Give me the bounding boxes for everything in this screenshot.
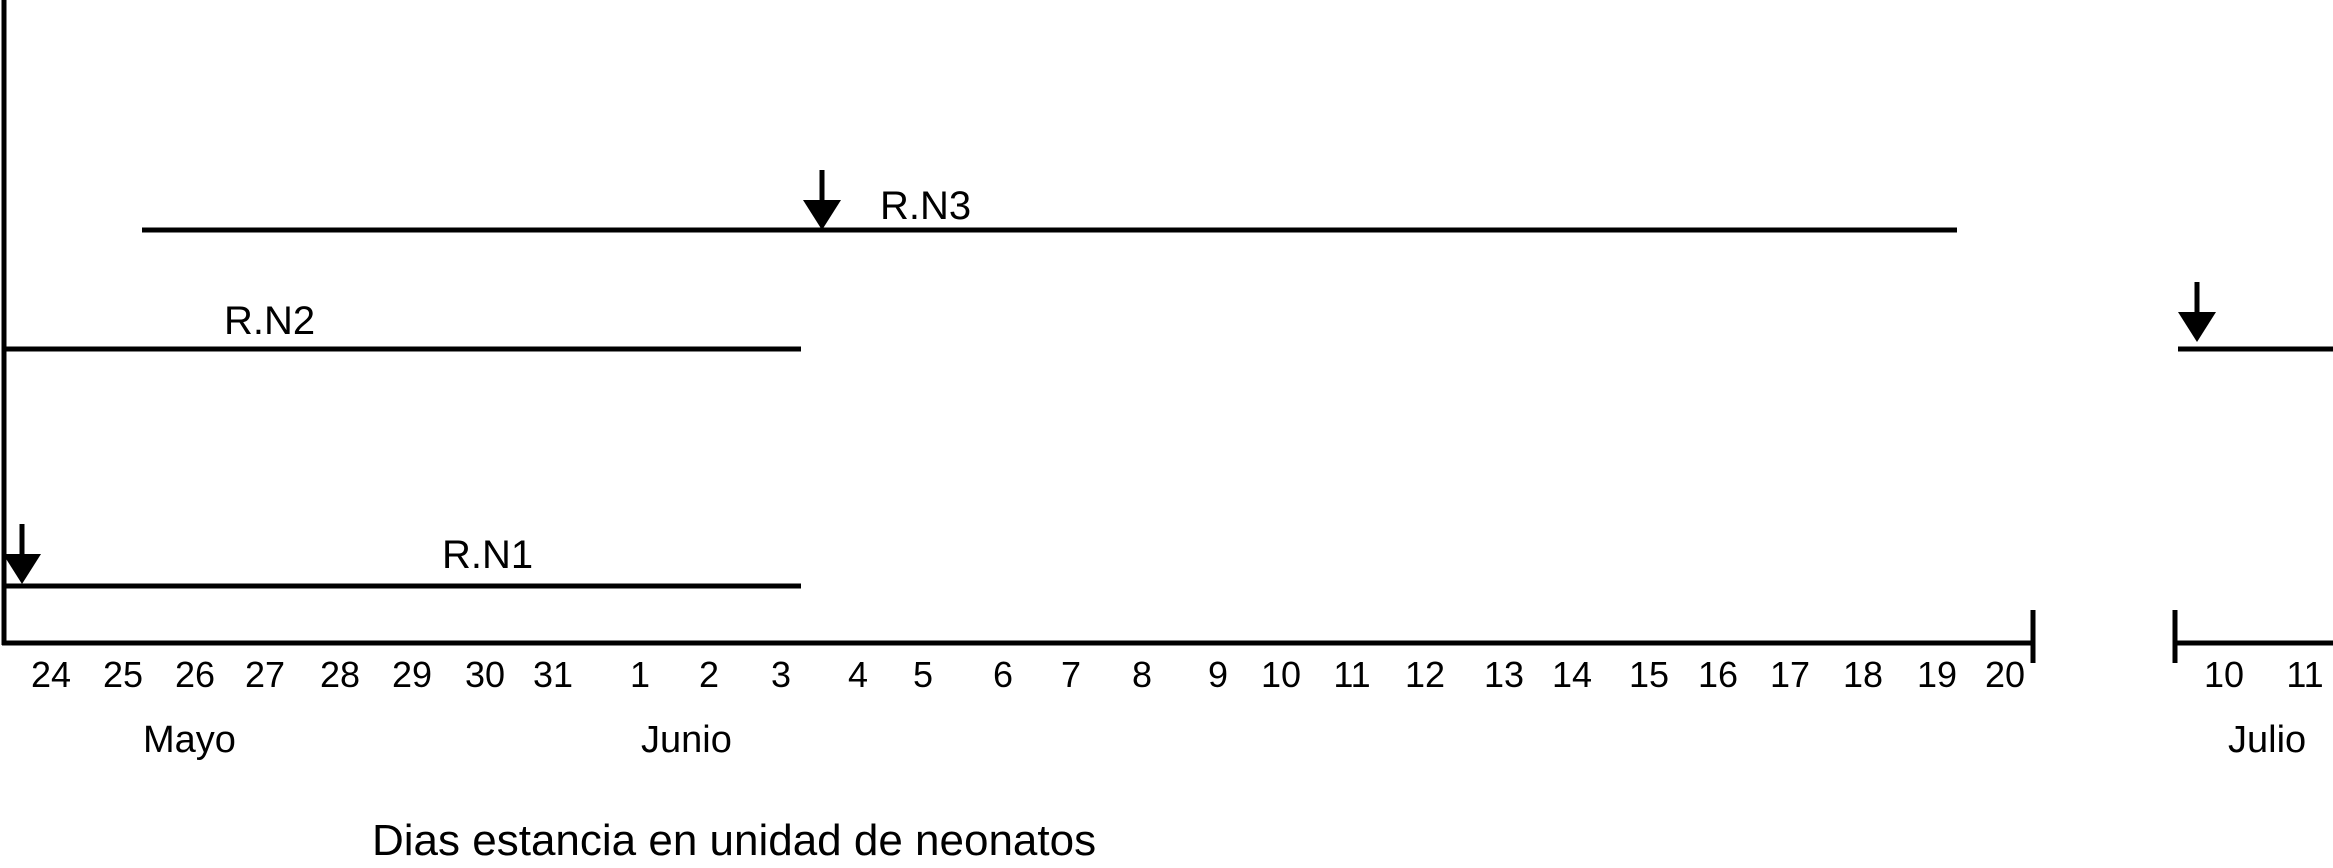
- day-label: 27: [245, 654, 285, 695]
- month-label-mayo: Mayo: [143, 719, 236, 761]
- rn2-label: R.N2: [224, 299, 315, 343]
- down-arrow-icon: [2178, 282, 2216, 342]
- month-label-junio: Junio: [641, 719, 732, 761]
- day-label: 12: [1405, 654, 1445, 695]
- day-label: 8: [1132, 654, 1152, 695]
- day-label: 6: [993, 654, 1013, 695]
- day-label: 29: [392, 654, 432, 695]
- day-label: 7: [1061, 654, 1081, 695]
- day-label: 3: [771, 654, 791, 695]
- day-label: 30: [465, 654, 505, 695]
- day-label: 10: [2204, 654, 2244, 695]
- day-label: 26: [175, 654, 215, 695]
- down-arrow-icon: [3, 524, 41, 584]
- day-label: 24: [31, 654, 71, 695]
- day-label: 2: [699, 654, 719, 695]
- down-arrow-icon: [803, 170, 841, 230]
- rn3-label: R.N3: [880, 184, 971, 228]
- day-label: 18: [1843, 654, 1883, 695]
- axis-caption: Dias estancia en unidad de neonatos: [372, 816, 1096, 865]
- day-label: 1: [630, 654, 650, 695]
- day-label: 9: [1208, 654, 1228, 695]
- day-label: 31: [533, 654, 573, 695]
- day-label: 28: [320, 654, 360, 695]
- day-label: 15: [1629, 654, 1669, 695]
- day-label: 14: [1552, 654, 1592, 695]
- x-axis-day-labels-segment-2: 10 11: [2204, 654, 2324, 695]
- day-label: 5: [913, 654, 933, 695]
- day-label: 16: [1698, 654, 1738, 695]
- day-label: 13: [1484, 654, 1524, 695]
- day-label: 4: [848, 654, 868, 695]
- day-label: 20: [1985, 654, 2025, 695]
- month-label-julio: Julio: [2228, 719, 2306, 761]
- day-label: 11: [2286, 654, 2323, 695]
- x-axis-day-labels-segment-1: 24 25 26 27 28 29 30 31 1 2 3 4 5 6 7 8 …: [31, 654, 2025, 695]
- day-label: 25: [103, 654, 143, 695]
- day-label: 19: [1917, 654, 1957, 695]
- rn1-label: R.N1: [442, 533, 533, 577]
- day-label: 11: [1333, 654, 1370, 695]
- day-label: 10: [1261, 654, 1301, 695]
- day-label: 17: [1770, 654, 1810, 695]
